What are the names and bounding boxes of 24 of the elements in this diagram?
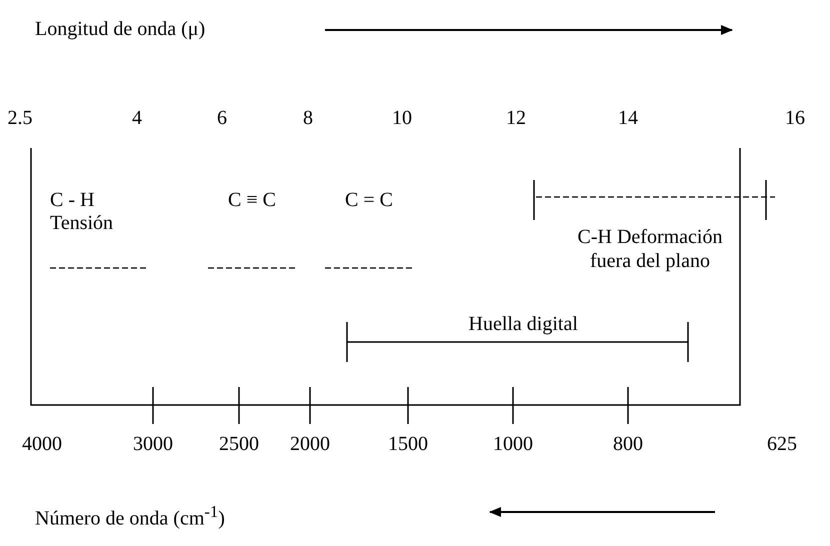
axis-title: Número de onda (cm$^{-1}$): [35, 501, 225, 530]
scale-number: 1000: [493, 433, 533, 455]
scale-number: 16: [785, 107, 805, 129]
scale-number: 2000: [290, 433, 330, 455]
scale-number: 4000: [22, 433, 62, 455]
scale-number: 1500: [388, 433, 428, 455]
scale-number: 2500: [219, 433, 259, 455]
scale-number: 800: [613, 433, 643, 455]
scale-number: 2.5: [8, 107, 32, 129]
region-label: Huella digital: [468, 313, 578, 335]
scale-number: 625: [767, 433, 797, 455]
scale-number: 3000: [133, 433, 173, 455]
scale-number: 4: [132, 107, 142, 129]
scale-number: 8: [303, 107, 313, 129]
scale-number: 14: [618, 107, 638, 129]
scale-number: 12: [506, 107, 526, 129]
vibration-label: Tensión: [50, 212, 114, 234]
bond-label: C ≡ C: [228, 189, 276, 211]
region-label: C-H Deformación fuera del plano: [576, 225, 724, 273]
bond-label: C - H: [50, 189, 94, 211]
bond-label: C = C: [345, 189, 393, 211]
axis-title: Longitud de onda (μ): [35, 18, 206, 40]
scale-number: 10: [392, 107, 412, 129]
scale-number: 6: [217, 107, 227, 129]
